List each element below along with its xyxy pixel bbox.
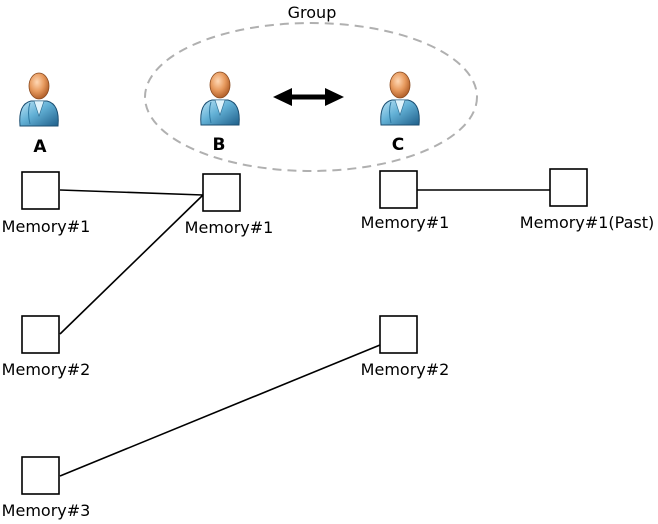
link-a2-b1 [59, 194, 204, 335]
memory-label-c1: Memory#1 [360, 213, 450, 232]
person-label-c: C [391, 135, 405, 155]
link-a1-b1 [59, 189, 204, 196]
memory-box-a3 [21, 456, 60, 495]
memory-label-b1: Memory#1 [184, 218, 274, 237]
person-label-a: A [33, 137, 47, 157]
memory-label-a3: Memory#3 [1, 501, 91, 520]
memory-box-c2 [379, 315, 418, 354]
memory-box-a2 [21, 315, 60, 354]
person-icon-b [200, 71, 240, 126]
link-a3-c2 [59, 344, 381, 477]
person-icon-a [19, 72, 59, 127]
person-icon-c [380, 71, 420, 126]
double-arrow-icon [273, 88, 344, 106]
memory-box-a1 [21, 171, 60, 210]
group-outline [144, 22, 478, 172]
memory-box-c1 [379, 170, 418, 209]
memory-label-c2: Memory#2 [360, 360, 450, 379]
memory-label-c-past: Memory#1(Past) [519, 213, 655, 232]
person-label-b: B [212, 135, 226, 155]
memory-label-a1: Memory#1 [1, 217, 91, 236]
memory-box-b1 [202, 173, 241, 212]
memory-box-c-past [549, 168, 588, 207]
memory-label-a2: Memory#2 [1, 360, 91, 379]
group-label: Group [287, 3, 337, 22]
